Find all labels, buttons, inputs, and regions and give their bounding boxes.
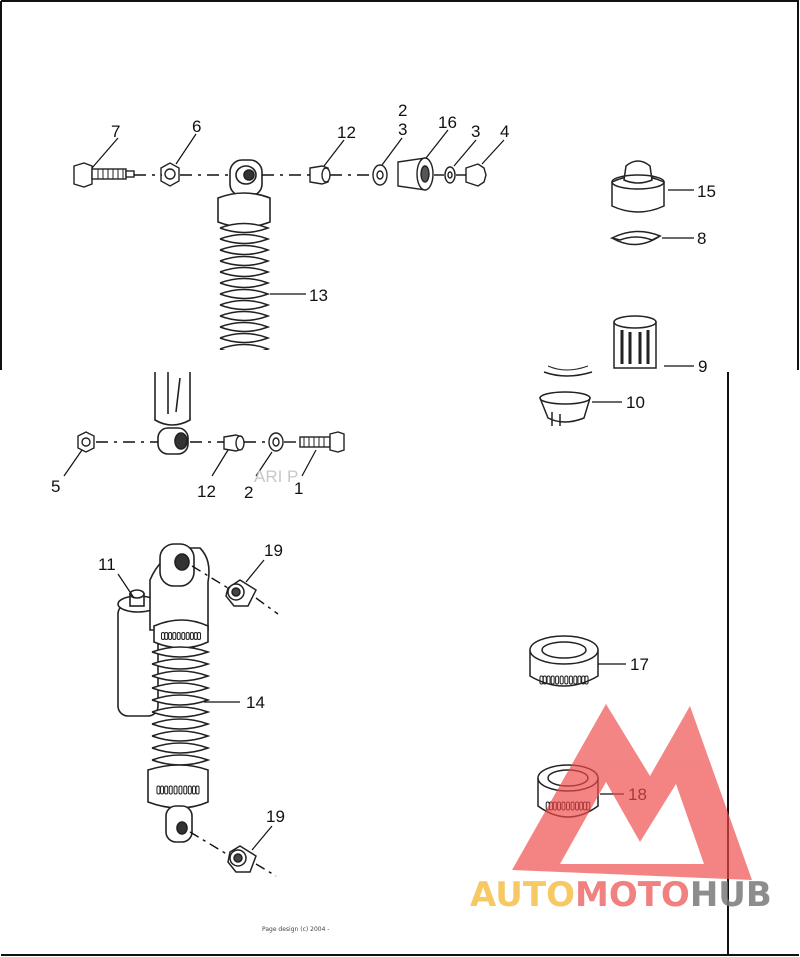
svg-text:AUTOMOTOHUB: AUTOMOTOHUB <box>470 875 772 915</box>
callout-11: 11 <box>98 555 116 574</box>
faint-stamp: ARI P <box>254 467 298 486</box>
bushing-19-lower <box>227 845 257 873</box>
vent-hole <box>178 785 183 795</box>
spring-coil <box>151 742 211 754</box>
vent-hole <box>542 675 547 685</box>
spring-coil <box>151 682 211 694</box>
callout-2: 2 <box>398 101 407 120</box>
spring-coil <box>219 255 271 267</box>
spring-coil <box>151 694 211 706</box>
vent-hole <box>185 632 190 640</box>
page-credit: Page design (c) 2004 - <box>262 926 330 933</box>
callout-12: 12 <box>337 123 356 142</box>
vent-hole <box>568 675 573 685</box>
vent-hole <box>164 785 169 795</box>
spring-coil <box>219 277 271 289</box>
vent-hole <box>573 675 578 685</box>
vent-hole <box>172 632 177 640</box>
spring-coil <box>219 321 271 333</box>
vent-hole <box>181 632 186 640</box>
watermark-hub: HUB <box>690 875 772 915</box>
spring-coil <box>151 730 211 742</box>
watermark-moto: MOTO <box>575 875 690 915</box>
vent-hole <box>156 785 161 795</box>
callout-5: 5 <box>51 477 60 496</box>
vent-hole <box>187 785 192 795</box>
vent-hole <box>197 632 202 640</box>
vent-hole <box>546 675 551 685</box>
vent-hole <box>191 785 196 795</box>
callout-8: 8 <box>697 229 706 248</box>
callout-2: 2 <box>244 483 253 502</box>
callout-3: 3 <box>398 120 407 139</box>
shock-lower-rod <box>154 372 191 455</box>
retaining-clip-8 <box>609 230 662 246</box>
spring-coil <box>151 754 211 766</box>
spring-seat-15 <box>611 160 665 213</box>
lower-hardware-row <box>77 431 345 453</box>
vent-hole <box>168 785 173 795</box>
callout-15: 15 <box>697 182 716 201</box>
callout-7: 7 <box>111 122 120 141</box>
callout-1: 1 <box>294 479 303 498</box>
top-hardware-row <box>73 157 487 191</box>
spring-coil <box>151 646 211 658</box>
callout-10: 10 <box>626 393 645 412</box>
callout-17: 17 <box>630 655 649 674</box>
vent-hole <box>183 785 188 795</box>
watermark-auto: AUTO <box>470 875 575 915</box>
spring-coil <box>219 299 271 311</box>
spring-coil <box>151 658 211 670</box>
collar-10 <box>539 391 591 426</box>
spring-coil <box>219 288 271 300</box>
vent-hole <box>584 675 589 685</box>
vent-hole <box>550 675 555 685</box>
spring-coil <box>219 233 271 245</box>
spring-coil <box>219 222 271 234</box>
spacer-9 <box>543 315 657 377</box>
logo-triangle <box>512 704 752 880</box>
callout-9: 9 <box>698 357 707 376</box>
callout-16: 16 <box>438 113 457 132</box>
vent-hole <box>189 632 194 640</box>
bushing-19-upper <box>225 579 257 607</box>
spring-coil <box>151 670 211 682</box>
callout-4: 4 <box>500 122 509 141</box>
spring-coil <box>219 332 271 344</box>
spring-coil <box>151 718 211 730</box>
ring-17 <box>529 635 599 687</box>
callout-labels: 7 6 12 2 3 16 3 4 15 8 13 9 10 5 12 2 1 … <box>51 101 716 826</box>
automotohub-logo: AUTOMOTOHUB <box>470 704 772 915</box>
vent-hole <box>555 675 560 685</box>
vent-hole <box>559 675 564 685</box>
callout-14: 14 <box>246 693 265 712</box>
vent-hole <box>164 632 169 640</box>
spring-coil <box>219 244 271 256</box>
axis-lines-shock14 <box>189 565 279 877</box>
vent-hole <box>160 785 165 795</box>
callout-12: 12 <box>197 482 216 501</box>
shock-absorber-14 <box>117 543 211 843</box>
callout-6: 6 <box>192 117 201 136</box>
vent-hole <box>168 632 173 640</box>
vent-hole <box>564 675 569 685</box>
shock-absorber-13 <box>217 159 271 368</box>
callout-3: 3 <box>471 122 480 141</box>
vent-hole <box>176 632 181 640</box>
callout-19: 19 <box>266 807 285 826</box>
vent-hole <box>195 785 200 795</box>
vent-hole <box>173 785 178 795</box>
spring-coil <box>219 310 271 322</box>
callout-19: 19 <box>264 541 283 560</box>
vent-hole <box>577 675 582 685</box>
spring-coil <box>151 706 211 718</box>
spring-coil <box>219 266 271 278</box>
leader-lines <box>63 129 694 851</box>
callout-13: 13 <box>309 286 328 305</box>
